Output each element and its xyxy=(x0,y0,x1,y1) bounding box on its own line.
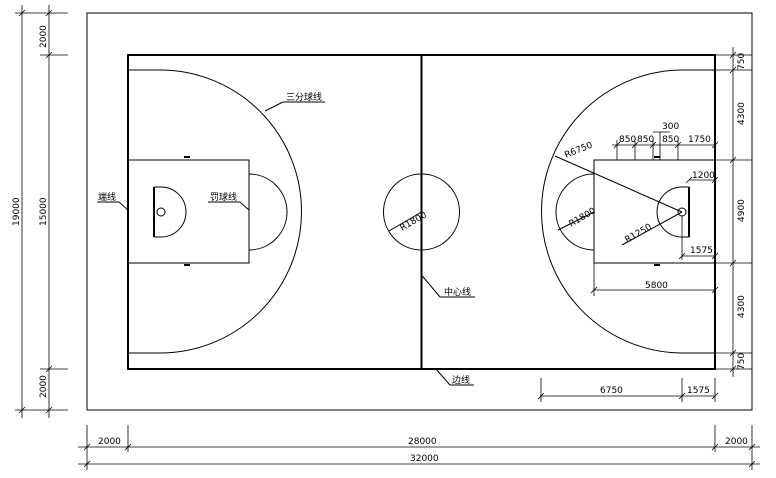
dim-margin-top: 2000 xyxy=(39,25,49,48)
dim-hoop-1575: 1575 xyxy=(690,246,713,256)
free-throw-label-leader xyxy=(239,201,250,211)
lane-dimensions xyxy=(612,131,719,160)
dim-right-750-bottom: 750 xyxy=(737,353,747,370)
free-throw-label: 罚球线 xyxy=(210,191,237,203)
outer-boundary xyxy=(86,12,753,411)
right-free-throw-radius: R1800 xyxy=(568,206,598,229)
dim-total-width: 19000 xyxy=(12,197,22,226)
dim-court-width: 15000 xyxy=(39,197,49,226)
r1250-leader xyxy=(621,211,683,246)
three-point-distance-dimension xyxy=(537,378,719,402)
end-line-label: 端线 xyxy=(98,191,116,203)
left-dimensions xyxy=(15,5,68,418)
dim-right-4300-top: 4300 xyxy=(737,102,747,125)
dim-margin-left: 2000 xyxy=(98,437,121,447)
center-radius-line xyxy=(388,211,422,232)
dim-backboard-1200: 1200 xyxy=(692,171,715,181)
dim-right-4900: 4900 xyxy=(737,199,747,222)
dim-total-length: 32000 xyxy=(410,454,439,464)
dim-right-4300-bottom: 4300 xyxy=(737,295,747,318)
dim-three-6750: 6750 xyxy=(600,386,623,396)
dim-lane-300: 300 xyxy=(662,122,679,132)
side-line-label-leader xyxy=(435,368,451,386)
dim-lane-850-b: 850 xyxy=(637,135,654,145)
three-point-label: 三分球线 xyxy=(286,91,322,103)
left-key xyxy=(127,159,250,264)
left-hoop xyxy=(156,207,166,217)
three-point-radius: R6750 xyxy=(563,140,594,160)
end-line-label-leader xyxy=(118,201,129,211)
dim-free-throw-5800: 5800 xyxy=(645,281,668,291)
right-dimensions xyxy=(715,47,752,377)
r6750-leader xyxy=(554,155,683,213)
free-throw-distance-dimension xyxy=(590,263,719,296)
center-circle xyxy=(383,173,460,251)
right-no-charge-arc xyxy=(656,186,689,238)
dim-court-length: 28000 xyxy=(408,437,437,447)
center-circle-radius: R1800 xyxy=(399,210,429,233)
right-key xyxy=(593,159,716,264)
center-line-label-leader xyxy=(421,274,441,298)
dim-lane-850-c: 850 xyxy=(662,135,679,145)
right-three-point-line xyxy=(541,69,715,354)
left-three-point-line xyxy=(128,69,302,354)
dim-margin-right: 2000 xyxy=(725,437,748,447)
left-no-charge-arc xyxy=(154,186,187,238)
hoop-dimensions xyxy=(678,176,719,260)
left-free-throw-circle xyxy=(248,173,288,251)
dim-lane-850-a: 850 xyxy=(619,135,636,145)
dim-three-1575: 1575 xyxy=(687,386,710,396)
side-line-label: 边线 xyxy=(452,374,470,386)
three-point-label-leader xyxy=(264,101,284,112)
dim-margin-bottom: 2000 xyxy=(39,375,49,398)
center-line-label: 中心线 xyxy=(444,286,471,298)
right-free-throw-circle xyxy=(555,173,595,251)
dim-lane-1750: 1750 xyxy=(688,135,711,145)
no-charge-radius: R1250 xyxy=(624,222,654,245)
bottom-dimensions xyxy=(78,425,760,470)
r1800-right-leader xyxy=(557,211,595,231)
dim-right-750-top: 750 xyxy=(737,53,747,70)
